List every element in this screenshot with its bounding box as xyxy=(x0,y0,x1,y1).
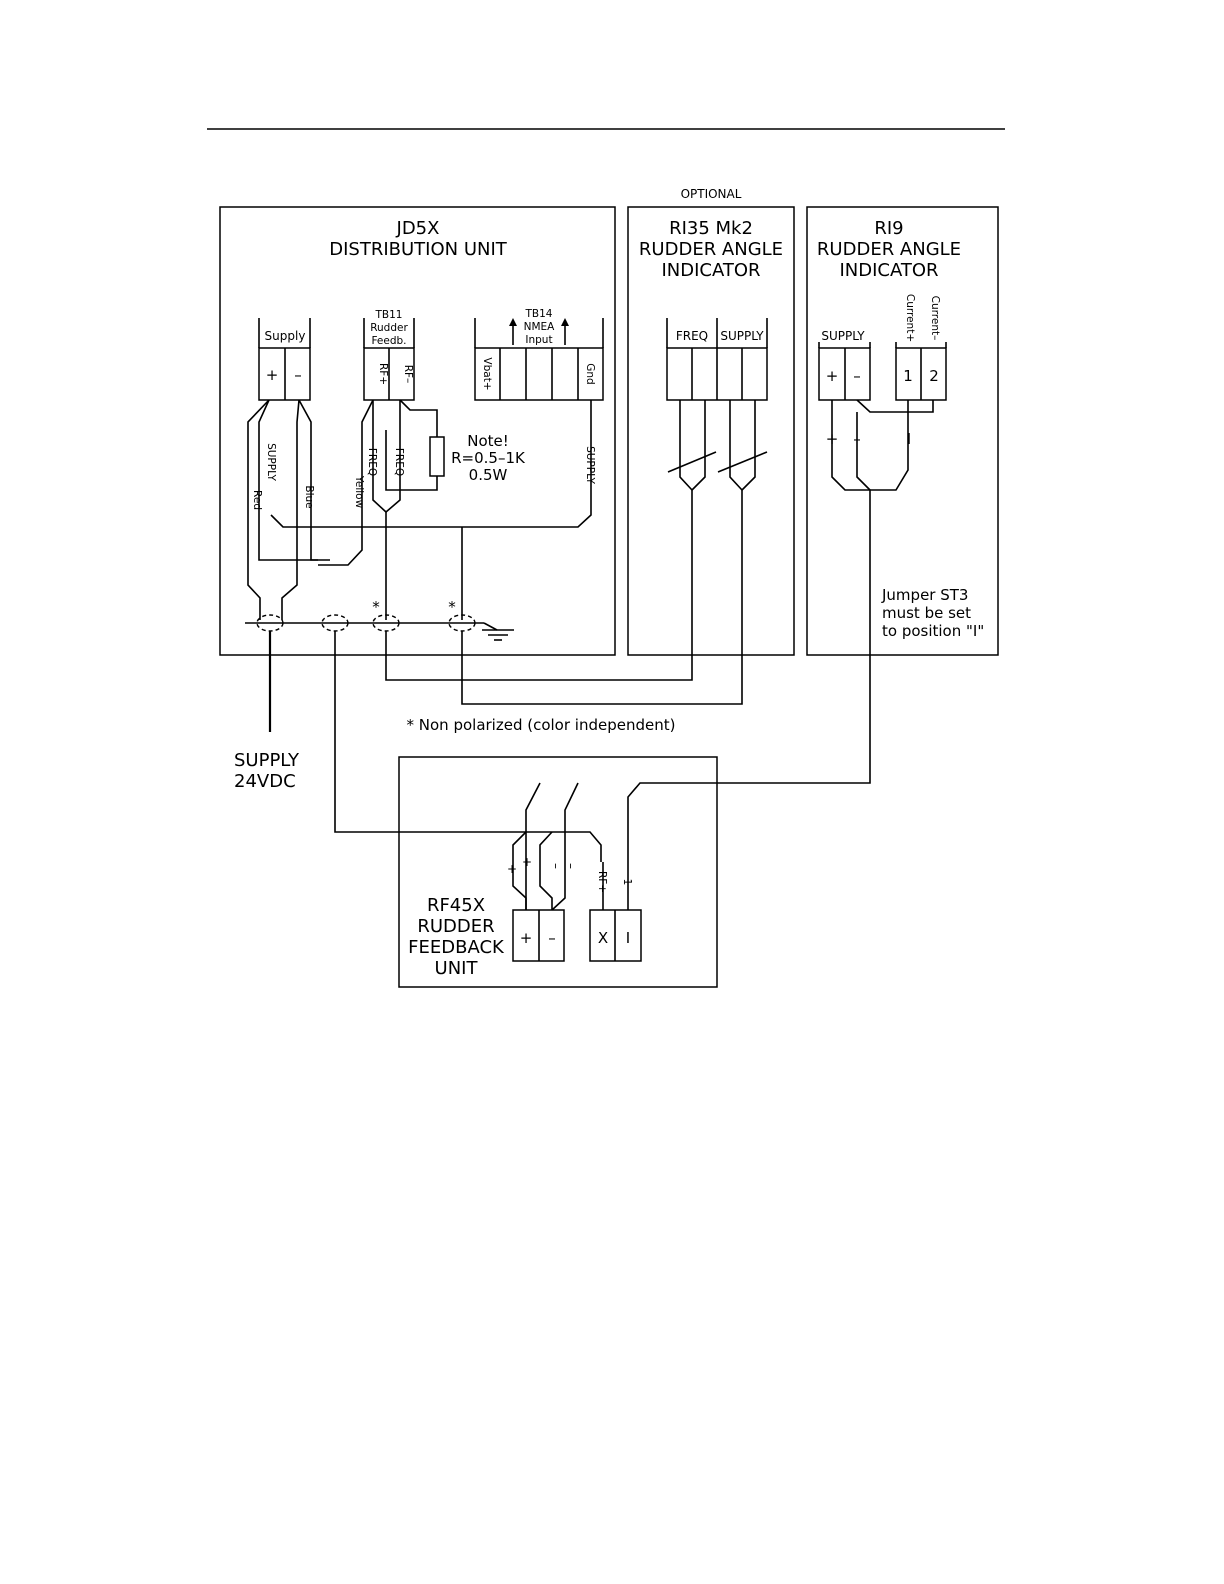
ri35-wiring xyxy=(667,400,768,491)
jd5x-distribution-unit: JD5X DISTRIBUTION UNIT Supply + – TB11 R… xyxy=(219,206,616,656)
wire-label-blue: Blue xyxy=(303,485,315,508)
asterisk-2: * xyxy=(448,598,456,616)
wire-label-supply-right: SUPPLY xyxy=(584,446,596,484)
ri35-freq-label: FREQ xyxy=(676,329,708,343)
tb14-label-nmea: NMEA xyxy=(524,321,556,333)
wire-label-freq-2: FREQ xyxy=(393,448,405,476)
ri35-subtitle: RUDDER ANGLE xyxy=(639,239,783,260)
rf45x-subtitle-3: UNIT xyxy=(435,958,479,979)
ri35-supply-label: SUPPLY xyxy=(720,329,764,343)
shield-ground-bus: * * xyxy=(245,598,514,641)
wire-label-red: Red xyxy=(251,490,263,510)
tb11-label-feedb: Feedb. xyxy=(371,335,406,347)
rf45x-subtitle: RUDDER xyxy=(417,916,494,937)
jd5x-supply-terminal: Supply + – xyxy=(258,318,311,401)
ri9-wire-minus: – xyxy=(853,430,861,448)
ri9-wiring: + – I xyxy=(826,399,934,491)
optional-label: OPTIONAL xyxy=(681,187,742,201)
jd5x-title: JD5X xyxy=(396,218,440,239)
ri35-title: RI35 Mk2 xyxy=(669,218,753,239)
rf45x-term-plus: + xyxy=(520,929,533,947)
rf45x-subtitle-2: FEEDBACK xyxy=(408,937,505,958)
ri9-title: RI9 xyxy=(874,218,903,239)
tb11-rudder-feedback-terminal: TB11 Rudder Feedb. RF+ RF– xyxy=(363,309,415,401)
ri9-wire-plus: + xyxy=(826,430,839,448)
supply-minus: – xyxy=(294,366,302,384)
jumper-note-line3: to position "I" xyxy=(882,622,984,640)
note-resistance: R=0.5–1K xyxy=(451,449,526,467)
wire-label-freq-1: FREQ xyxy=(366,448,378,476)
ri9-rudder-angle-indicator: RI9 RUDDER ANGLE INDICATOR SUPPLY + – Cu… xyxy=(806,206,999,656)
ri9-term-1: 1 xyxy=(903,367,913,385)
wire-label-yellow: Yellow xyxy=(353,475,365,509)
tb11-wiring: FREQ FREQ Note! R=0.5–1K 0.5W xyxy=(318,399,526,620)
ri9-term-2: 2 xyxy=(929,367,939,385)
rf45x-term-i: I xyxy=(626,929,630,947)
ri35-subtitle-2: INDICATOR xyxy=(661,260,760,281)
ri9-subtitle-2: INDICATOR xyxy=(839,260,938,281)
gnd-wiring: SUPPLY xyxy=(270,400,596,620)
resistor-icon xyxy=(429,436,445,477)
asterisk-1: * xyxy=(372,598,380,616)
note-wattage: 0.5W xyxy=(469,466,508,484)
rf45x-rudder-feedback-unit: RF45X RUDDER FEEDBACK UNIT + – X I + + –… xyxy=(398,756,718,988)
ri9-minus: – xyxy=(853,367,861,385)
rf45x-wire-plus-1: + xyxy=(507,862,517,876)
supply-plus: + xyxy=(266,366,279,384)
ri9-subtitle: RUDDER ANGLE xyxy=(817,239,961,260)
tb11-label: TB11 xyxy=(375,309,403,321)
rf45x-wire-1: 1 xyxy=(621,879,633,886)
gnd-label: Gnd xyxy=(584,363,596,384)
ground-icon xyxy=(482,622,514,641)
non-polarized-note: * Non polarized (color independent) xyxy=(407,716,676,734)
rf45x-wiring: + + – – RF+ 1 xyxy=(507,782,633,911)
supply-input-voltage: 24VDC xyxy=(234,771,296,792)
rf-plus-label: RF+ xyxy=(377,363,389,385)
tb14-label-input: Input xyxy=(525,334,552,346)
vbat-label: Vbat+ xyxy=(481,357,493,390)
ri35-rudder-angle-indicator: RI35 Mk2 RUDDER ANGLE INDICATOR FREQ SUP… xyxy=(627,206,795,656)
tb14-nmea-input-terminal: TB14 NMEA Input Vbat+ Gnd xyxy=(474,308,604,401)
supply-header: Supply xyxy=(265,329,306,343)
ri9-wire-i: I xyxy=(907,430,911,448)
rf-minus-label: RF– xyxy=(402,365,414,384)
rf45x-wire-rf-plus: RF+ xyxy=(596,871,608,893)
ri9-current-plus: Current+ xyxy=(904,294,916,342)
jd5x-supply-wiring: SUPPLY Red Blue Yellow xyxy=(247,399,365,620)
rf45x-wire-minus-1: – xyxy=(549,863,563,869)
ri9-plus: + xyxy=(826,367,839,385)
ri9-current-minus: Current– xyxy=(929,296,941,341)
rf45x-wire-plus-2: + xyxy=(522,855,532,869)
ri9-supply-label: SUPPLY xyxy=(821,329,865,343)
arrow-up-icon xyxy=(561,318,569,326)
tb11-label-rudder: Rudder xyxy=(370,322,408,334)
wire-label-supply: SUPPLY xyxy=(265,443,277,481)
rf45x-wire-minus-2: – xyxy=(564,863,578,869)
jumper-note-line1: Jumper ST3 xyxy=(881,586,968,604)
note-title: Note! xyxy=(467,432,509,450)
rf45x-term-x: X xyxy=(598,929,608,947)
arrow-up-icon xyxy=(509,318,517,326)
jumper-note-line2: must be set xyxy=(882,604,971,622)
supply-input-label: SUPPLY xyxy=(234,750,300,771)
tb14-label: TB14 xyxy=(525,308,553,320)
rf45x-term-minus: – xyxy=(548,929,556,947)
external-cables xyxy=(268,490,871,870)
jd5x-subtitle: DISTRIBUTION UNIT xyxy=(329,239,508,260)
rf45x-title: RF45X xyxy=(427,895,485,916)
